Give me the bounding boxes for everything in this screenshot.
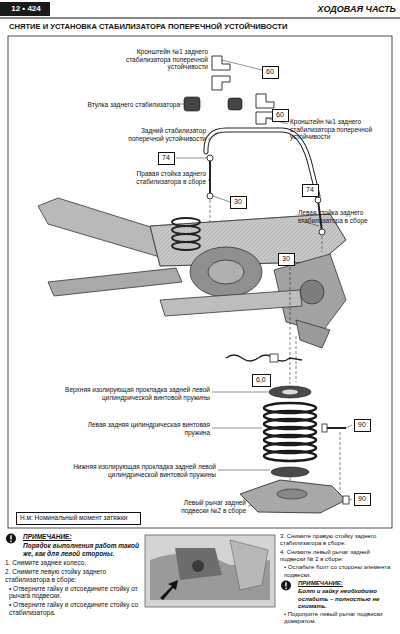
torque-value: 30 <box>234 198 242 205</box>
torque-box: 74 <box>302 184 319 197</box>
torque-value: 74 <box>306 186 314 193</box>
part-label: Верхняя изолирующая прокладка задней лев… <box>40 386 210 401</box>
part-label: Левая задняя цилиндрическая винтовая пру… <box>80 421 210 436</box>
torque-value: 90 <box>358 495 366 502</box>
note-block: ПРИМЕЧАНИЕ:Болт и гайку необходимо ослаб… <box>280 580 396 611</box>
step-text: 1. Снимите заднее колесо. <box>5 559 141 567</box>
page-number: 12 • 424 <box>3 4 49 13</box>
step-text: • Подоприте левый рычаг подвески домкрат… <box>280 611 396 626</box>
part-label: Левая стойка заднего стабилизатора в сбо… <box>298 209 388 224</box>
step-text: 4. Снимите левый рычаг задней подвески №… <box>280 549 396 564</box>
note-text: ПРИМЕЧАНИЕ:Болт и гайку необходимо ослаб… <box>298 580 396 611</box>
upper-spring-insulator <box>269 386 311 398</box>
step-text: • Отверните гайку и отсоедините стойку о… <box>5 585 141 601</box>
part-label: Втулка заднего стабилизатора <box>50 101 180 109</box>
step-text: • Ослабьте болт со стороны элемента подв… <box>280 564 396 579</box>
torque-box: 90 <box>354 419 371 432</box>
part-label: Кронштейн №1 заднего стабилизатора попер… <box>290 118 390 141</box>
section-heading: ХОДОВАЯ ЧАСТЬ <box>230 4 396 15</box>
spring-seat <box>277 489 307 499</box>
note-heading: ПРИМЕЧАНИЕ: <box>298 580 396 587</box>
bolt <box>322 424 349 504</box>
torque-value: 74 <box>162 154 170 161</box>
text-column: 3. Снимите правую стойку заднего стабили… <box>280 533 396 627</box>
part-label: Кронштейн №1 заднего стабилизатора попер… <box>112 48 208 71</box>
figure-title: СНЯТИЕ И УСТАНОВКА СТАБИЛИЗАТОРА ПОПЕРЕЧ… <box>9 23 393 32</box>
header-rule <box>0 17 400 18</box>
lower-spring-insulator <box>271 467 309 477</box>
procedure-photo <box>145 535 275 607</box>
step-text: 2. Снимите левую стойку заднего стабилиз… <box>5 568 141 584</box>
stabilizer-bushing <box>184 97 242 111</box>
note-icon <box>280 580 295 591</box>
upper-spring-insulator <box>282 390 298 395</box>
part-label: Нижняя изолирующая прокладка задней лево… <box>50 463 216 478</box>
note-icon <box>5 533 20 544</box>
part-label: Правая стойка заднего стабилизатора в сб… <box>112 170 206 185</box>
coil-spring <box>264 403 316 461</box>
torque-box: 30 <box>278 253 295 266</box>
legend-text: Н.м: Номинальный момент затяжки <box>20 514 127 521</box>
torque-box: 90 <box>354 493 371 506</box>
torque-value: 6,0 <box>256 376 266 383</box>
torque-value: 60 <box>266 68 274 75</box>
torque-box: 60 <box>262 66 279 79</box>
step-text: • Отверните гайку и отсоедините стойку с… <box>5 601 141 617</box>
torque-box: 74 <box>158 152 175 165</box>
dashed-guide <box>210 200 340 492</box>
page-number-bar <box>0 2 50 16</box>
lower-control-arm <box>240 480 346 513</box>
torque-value: 30 <box>282 255 290 262</box>
torque-box: 30 <box>230 196 247 209</box>
hose-clip <box>270 354 278 362</box>
part-label: Левый рычаг задней подвески №2 в сборе <box>168 499 246 514</box>
text-column: ПРИМЕЧАНИЕ:Порядок выполнения работ тако… <box>5 533 141 618</box>
brake-hose <box>226 355 302 361</box>
note-body: Болт и гайку необходимо ослабить – полно… <box>298 588 396 610</box>
part-label: Задний стабилизатор поперечной устойчиво… <box>112 127 206 142</box>
torque-value: 60 <box>276 111 284 118</box>
note-text: ПРИМЕЧАНИЕ:Порядок выполнения работ тако… <box>23 533 141 559</box>
legend-box: Н.м: Номинальный момент затяжки <box>16 512 141 525</box>
step-text: 3. Снимите правую стойку заднего стабили… <box>280 533 396 548</box>
figure-frame <box>8 36 392 528</box>
note-heading: ПРИМЕЧАНИЕ: <box>23 533 141 541</box>
note-block: ПРИМЕЧАНИЕ:Порядок выполнения работ тако… <box>5 533 141 559</box>
note-body: Порядок выполнения работ такой же, как д… <box>23 542 141 558</box>
torque-value: 90 <box>358 421 366 428</box>
torque-box: 6,0 <box>252 374 271 387</box>
torque-box: 60 <box>272 109 289 122</box>
